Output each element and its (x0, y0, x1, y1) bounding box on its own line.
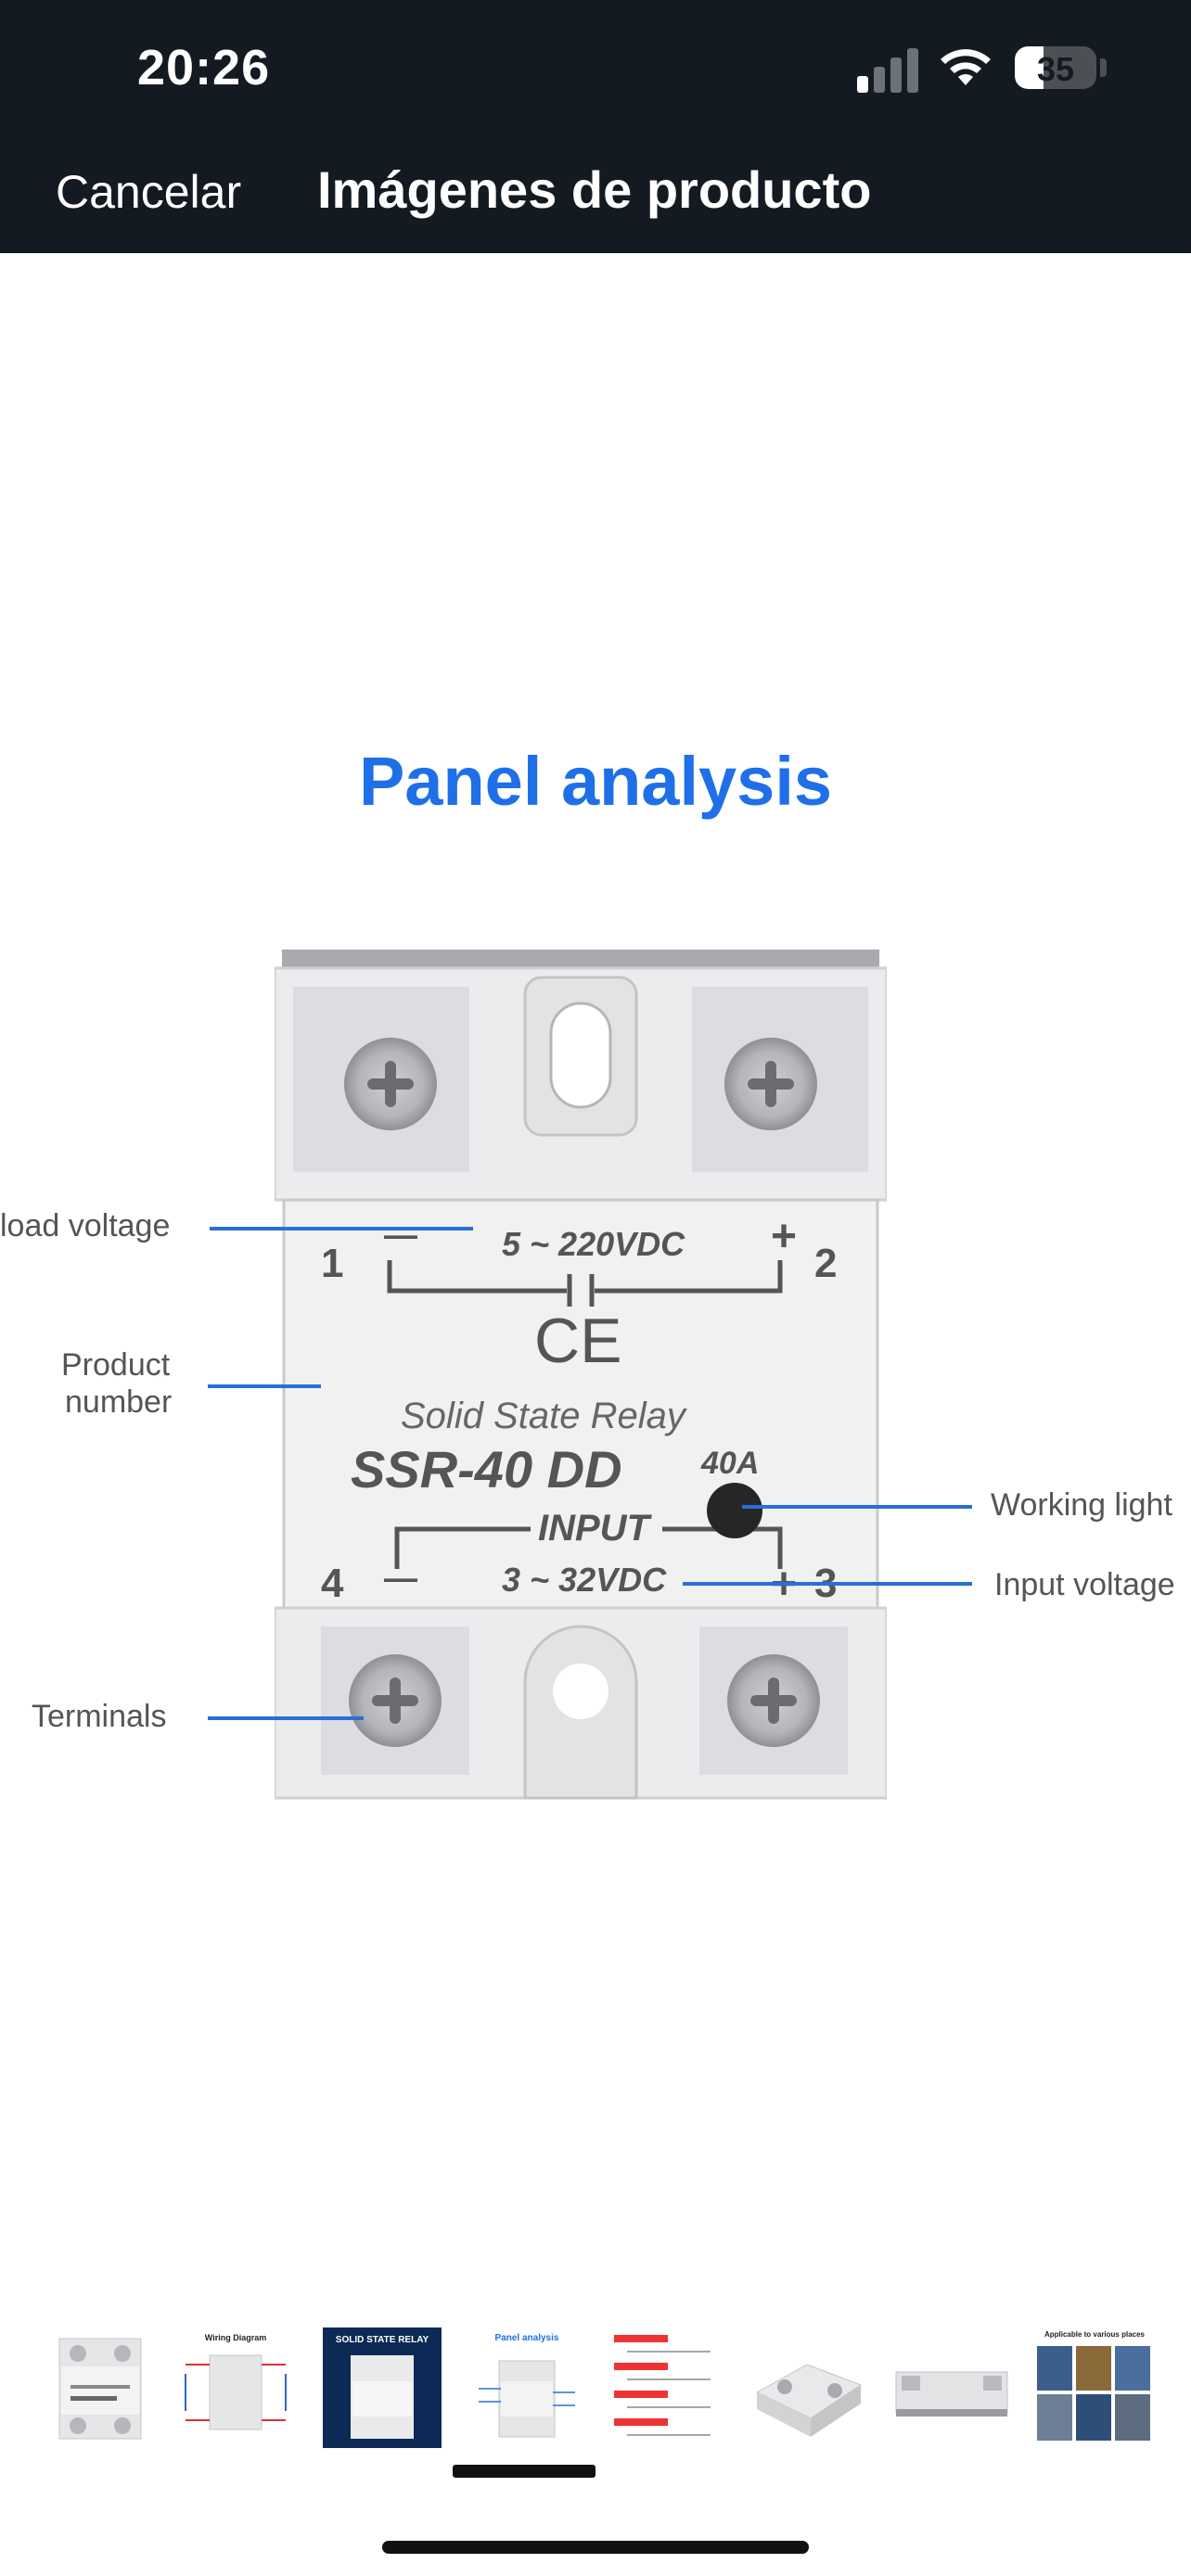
callout-product-number-line2: number (65, 1384, 173, 1420)
svg-text:SOLID STATE RELAY: SOLID STATE RELAY (336, 2335, 429, 2345)
working-light-indicator (707, 1483, 762, 1538)
cellular-signal-icon (857, 46, 922, 93)
input-label: INPUT (538, 1508, 653, 1549)
battery-cap (1100, 58, 1107, 77)
current-rating: 40A (700, 1446, 759, 1481)
input-range: 3 ~ 32VDC (502, 1561, 667, 1599)
terminal-1-label: 1 (321, 1241, 343, 1286)
thumbnail-2[interactable]: Wiring Diagram (176, 2327, 295, 2448)
thumbnail-8[interactable]: Applicable to various places (1035, 2327, 1154, 2448)
svg-text:Applicable to various places: Applicable to various places (1044, 2330, 1146, 2339)
callout-load-voltage: load voltage (0, 1208, 171, 1243)
svg-text:Panel analysis: Panel analysis (495, 2333, 559, 2343)
status-bar: 20:26 35 (0, 0, 1191, 130)
thumbnail-6[interactable] (748, 2327, 866, 2448)
callout-input-voltage: Input voltage (994, 1567, 1175, 1602)
callout-working-light: Working light (991, 1487, 1172, 1523)
callout-terminals: Terminals (32, 1699, 167, 1734)
thumbnail-1[interactable] (41, 2327, 160, 2448)
terminal-3-label: 3 (814, 1561, 837, 1606)
svg-text:Wiring Diagram: Wiring Diagram (205, 2333, 266, 2342)
page-title: Imágenes de producto (317, 160, 872, 219)
ce-mark: CE (534, 1306, 621, 1376)
thumbnail-strip: Wiring Diagram SOLID STATE RELAY Panel a… (0, 2327, 1191, 2457)
relay-illustration: 1 2 — + 5 ~ 220VDC CE Solid State Relay … (275, 950, 887, 1800)
thumbnail-7[interactable] (892, 2327, 1011, 2448)
product-name: Solid State Relay (401, 1396, 688, 1436)
battery-percent: 35 (1036, 50, 1075, 88)
terminal-2-label: 2 (814, 1241, 837, 1286)
load-range: 5 ~ 220VDC (502, 1225, 685, 1263)
nav-bar (0, 130, 1191, 253)
callout-product-number-line1: Product (61, 1347, 171, 1383)
home-indicator (382, 2541, 809, 2554)
minus-sign: — (384, 1216, 417, 1254)
thumbnail-3[interactable]: SOLID STATE RELAY (323, 2327, 442, 2448)
battery-icon: 35 (1015, 46, 1096, 89)
input-minus-sign: — (384, 1559, 417, 1597)
thumbnail-scroll-indicator (453, 2465, 596, 2478)
panel-heading: Panel analysis (358, 743, 833, 820)
thumbnail-5[interactable] (608, 2327, 727, 2448)
model-number: SSR-40 DD (351, 1440, 622, 1498)
status-time: 20:26 (137, 40, 271, 96)
wifi-icon (941, 49, 991, 85)
thumbnail-4-selected[interactable]: Panel analysis (467, 2327, 586, 2448)
plus-sign: + (771, 1212, 797, 1261)
cancel-button[interactable]: Cancelar (56, 166, 242, 218)
input-plus-sign: + (771, 1560, 797, 1609)
terminal-4-label: 4 (321, 1561, 344, 1606)
